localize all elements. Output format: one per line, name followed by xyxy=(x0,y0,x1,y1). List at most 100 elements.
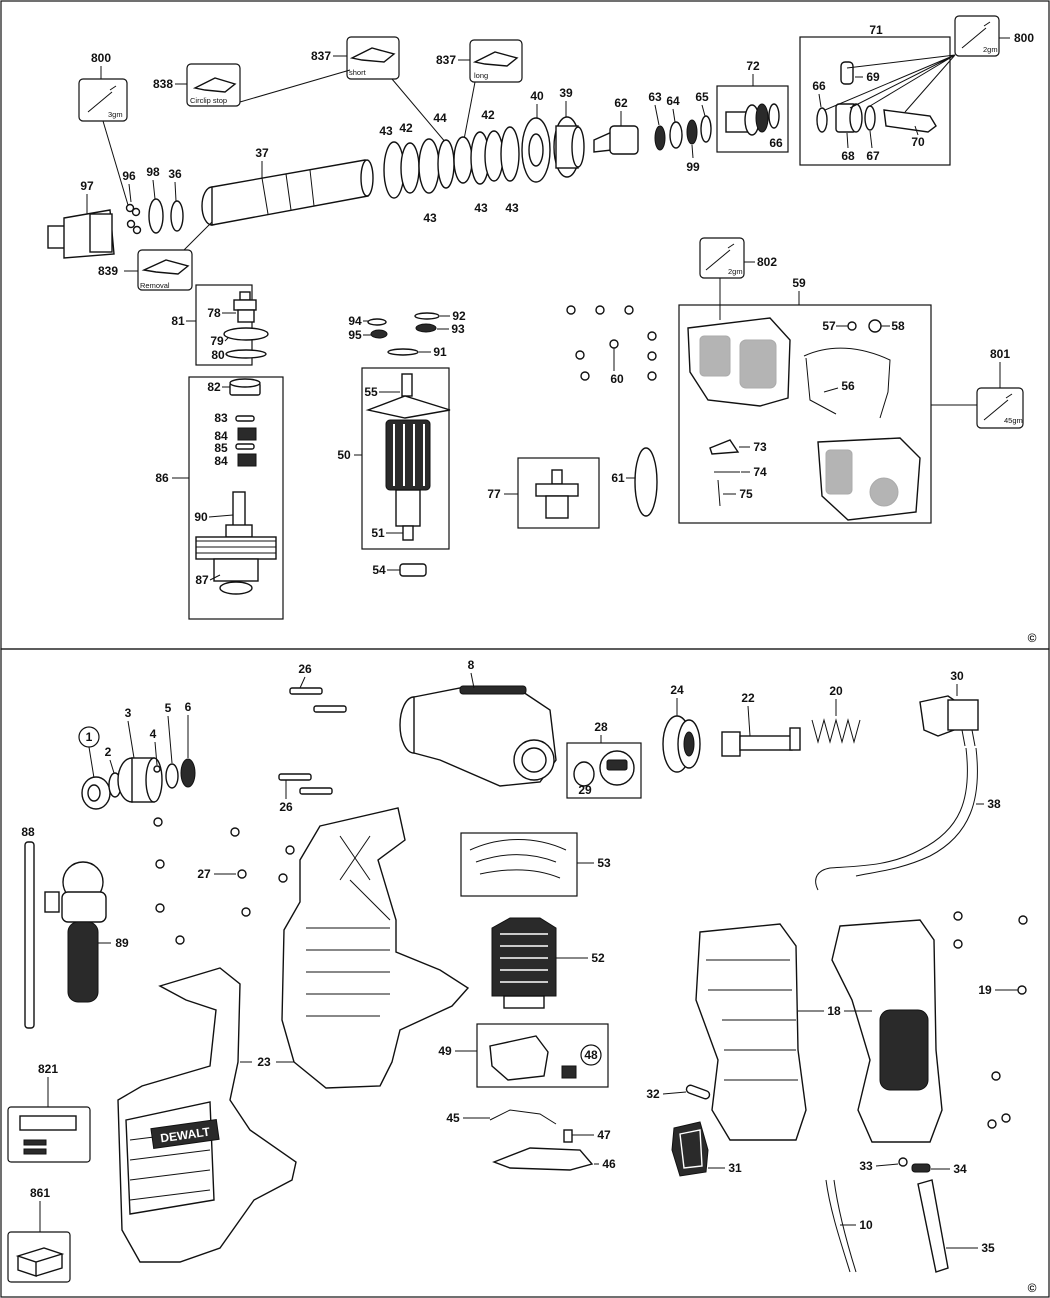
label-44: 44 xyxy=(433,111,447,125)
label-47: 47 xyxy=(597,1128,611,1142)
tool-box-removal xyxy=(137,249,193,291)
label-26-a: 26 xyxy=(298,662,312,676)
label-75: 75 xyxy=(739,487,753,501)
label-45: 45 xyxy=(446,1111,460,1125)
part-79-bearing xyxy=(223,327,269,341)
assembly-box-28 xyxy=(566,742,642,799)
part-50-armature xyxy=(365,373,451,541)
label-59: 59 xyxy=(792,276,806,290)
assembly-box-71 xyxy=(799,36,951,166)
label-26-b: 26 xyxy=(279,800,293,814)
label-36: 36 xyxy=(168,167,182,181)
label-837-long: 837 xyxy=(436,53,456,67)
label-86: 86 xyxy=(155,471,169,485)
part-85-key xyxy=(235,443,255,450)
label-52: 52 xyxy=(591,951,605,965)
label-69: 69 xyxy=(866,70,880,84)
label-32: 32 xyxy=(646,1087,660,1101)
part-95-bearing xyxy=(370,329,388,339)
part-61-ring xyxy=(634,447,658,517)
label-91: 91 xyxy=(433,345,447,359)
label-8: 8 xyxy=(468,658,475,672)
label-66-a: 66 xyxy=(812,79,826,93)
assembly-box-49 xyxy=(476,1023,609,1088)
note-circlip-stop: Circlip stop xyxy=(190,96,227,105)
label-43-a: 43 xyxy=(379,124,393,138)
part-73-bracket xyxy=(709,439,740,455)
grease-amount-2gm-a: 2gm xyxy=(983,45,998,54)
part-35-cable-sleeve xyxy=(917,1179,949,1273)
part-20-spring xyxy=(811,718,861,744)
label-27: 27 xyxy=(197,867,211,881)
assembly-box-50 xyxy=(361,367,450,550)
part-4-ball xyxy=(153,765,161,773)
label-837-short: 837 xyxy=(311,49,331,63)
part-6-spring xyxy=(180,758,196,788)
part-31-end-cap xyxy=(671,1121,709,1177)
label-61: 61 xyxy=(611,471,625,485)
label-20: 20 xyxy=(829,684,843,698)
label-46: 46 xyxy=(602,1157,616,1171)
part-58-plug xyxy=(868,319,882,333)
label-51: 51 xyxy=(371,526,385,540)
part-96-balls xyxy=(125,203,142,235)
label-68: 68 xyxy=(841,149,855,163)
label-50: 50 xyxy=(337,448,351,462)
label-6: 6 xyxy=(185,700,192,714)
label-33: 33 xyxy=(859,1159,873,1173)
label-34: 34 xyxy=(953,1162,967,1176)
part-84-bearing-a xyxy=(237,427,257,441)
label-73: 73 xyxy=(753,440,767,454)
label-66-b: 66 xyxy=(769,136,783,150)
part-49-brush-plate xyxy=(489,1035,577,1081)
label-802: 802 xyxy=(757,255,777,269)
part-94-washer xyxy=(367,318,387,326)
label-839: 839 xyxy=(98,264,118,278)
assembly-box-59 xyxy=(678,304,932,524)
part-39-gear xyxy=(553,116,585,178)
label-5: 5 xyxy=(165,701,172,715)
assembly-box-86 xyxy=(188,376,284,620)
part-66-ring xyxy=(816,107,828,133)
note-short: short xyxy=(349,68,367,77)
grease-tube-box-800-right xyxy=(954,15,1000,57)
label-43-d: 43 xyxy=(505,201,519,215)
label-93: 93 xyxy=(451,322,465,336)
label-87: 87 xyxy=(195,573,209,587)
part-88-depth-rod xyxy=(24,841,35,1029)
part-53-brush-holder xyxy=(469,839,567,879)
part-46-cover xyxy=(492,1147,594,1171)
label-48: 48 xyxy=(584,1048,598,1062)
label-38: 38 xyxy=(987,797,1001,811)
label-24: 24 xyxy=(670,683,684,697)
part-54-bearing xyxy=(399,563,427,577)
part-18-handle-left xyxy=(695,923,807,1141)
part-59-gearbox-housing-bottom xyxy=(817,437,921,521)
label-64: 64 xyxy=(666,94,680,108)
part-82-bearing xyxy=(229,378,261,396)
label-3: 3 xyxy=(125,706,132,720)
part-97-tool-holder xyxy=(47,209,115,259)
label-801: 801 xyxy=(990,347,1010,361)
label-95: 95 xyxy=(348,328,362,342)
label-84-b: 84 xyxy=(214,454,228,468)
label-67: 67 xyxy=(866,149,880,163)
label-1: 1 xyxy=(86,730,93,744)
part-83-key xyxy=(235,415,255,422)
label-89: 89 xyxy=(115,936,129,950)
label-94: 94 xyxy=(348,314,362,328)
part-47-clip xyxy=(563,1129,573,1143)
brand-logo-text: DEWALT xyxy=(160,1125,212,1146)
part-59-gearbox-housing-top xyxy=(687,317,791,407)
label-53: 53 xyxy=(597,856,611,870)
part-62-striker xyxy=(593,125,639,155)
grease-amount-2gm-b: 2gm xyxy=(728,267,743,276)
label-90: 90 xyxy=(194,510,208,524)
brand-plate xyxy=(150,1118,220,1150)
part-72-piston-assembly xyxy=(725,103,780,136)
part-98-ring xyxy=(148,198,164,234)
label-85: 85 xyxy=(214,441,228,455)
label-49: 49 xyxy=(438,1044,452,1058)
grease-amount-45gm: 45gm xyxy=(1004,416,1023,425)
